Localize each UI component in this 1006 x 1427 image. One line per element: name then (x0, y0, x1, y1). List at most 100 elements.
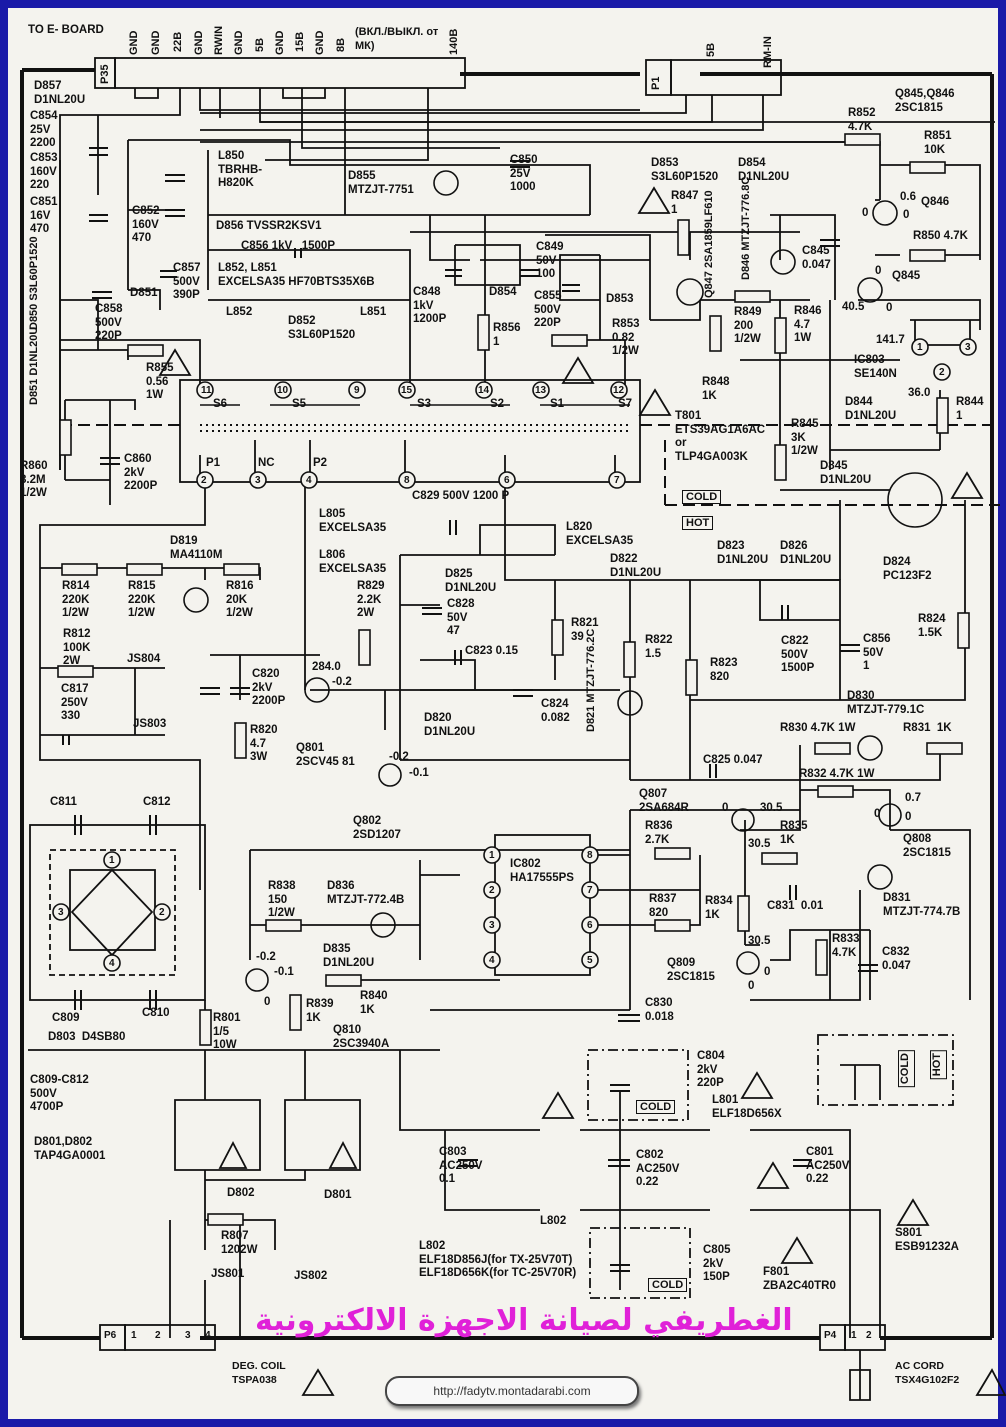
label-r823: R823 820 (710, 657, 738, 683)
q809-icon (736, 951, 760, 975)
label-c856a: C856 1kV 1500P (241, 240, 335, 252)
label-d830: D830 MTZJT-779.1C (847, 690, 925, 716)
label-c860: C860 2kV 2200P (124, 453, 158, 492)
p35-signal: 5B (254, 37, 266, 52)
p4-pin: 2 (866, 1330, 872, 1341)
label-d821: D821 MTZJT-776.2C (585, 628, 597, 732)
label-l850: L850 TBRHB- H820K (218, 150, 263, 189)
label-c845: C845 0.047 (802, 245, 831, 271)
label-d853b: D853 (606, 293, 634, 305)
label-d831: D831 MTZJT-774.7B (883, 892, 961, 918)
label-js803: JS803 (133, 718, 167, 730)
label-c852: C852 160V 470 (132, 205, 160, 244)
winding-s5: S5 (292, 398, 307, 410)
label-r839: R839 1K (306, 998, 334, 1024)
label-c851: C851 16V 470 (30, 196, 58, 235)
label-r851: R851 10K (924, 130, 952, 156)
label-c853: C853 160V 220 (30, 152, 58, 191)
label-c809c812: C809-C812 500V 4700P (30, 1074, 89, 1113)
p35-signal: GND (128, 30, 140, 55)
label-r824: R824 1.5K (918, 613, 946, 639)
q808-icon (878, 803, 902, 827)
pin-7: 7 (614, 475, 620, 486)
label-r846: R846 4.7 1W (794, 305, 822, 344)
label-q807: Q807 2SA684R (639, 788, 689, 814)
label-d845: D845 D1NL20U (820, 460, 872, 486)
label-r835: R835 1K (780, 820, 808, 846)
label-c829: C829 500V 1200 P (412, 490, 510, 502)
label-c856b: C856 50V 1 (863, 633, 891, 672)
voltage-q802-b: -0.2 (389, 751, 409, 763)
warning-triangle-icon (218, 1141, 248, 1169)
website-url-link[interactable]: http://fadytv.montadarabi.com (385, 1376, 639, 1406)
pin-12: 12 (613, 385, 625, 396)
pin-2: 2 (201, 475, 207, 486)
label-l852: L852 (226, 306, 253, 318)
label-d801: D801 (324, 1189, 352, 1201)
p4-pin: 1 (851, 1330, 857, 1341)
p6-note: DEG. COIL TSPA038 (232, 1360, 286, 1386)
label-r822: R822 1.5 (645, 634, 673, 660)
label-c850: C850 25V 1000 (510, 154, 538, 193)
cold-zone-tag-c804: COLD (636, 1100, 676, 1114)
bridge-dashed (49, 849, 176, 976)
bridge-pin-2: 2 (159, 907, 165, 918)
label-r855: R855 0.56 1W (146, 362, 174, 401)
label-d853: D853 S3L60P1520 (651, 157, 719, 183)
label-r833: R833 4.7K (832, 933, 860, 959)
p35-signal: 140B (448, 28, 460, 55)
label-r844: R844 1 (956, 396, 984, 422)
voltage-q802-c: -0.1 (409, 767, 429, 779)
label-r814: R814 220K 1/2W (62, 580, 90, 619)
label-r860: R860 8.2M 1/2W (20, 460, 48, 499)
ic803-pin-2: 2 (939, 367, 945, 378)
label-d854: D854 D1NL20U (738, 157, 790, 183)
q801-icon (304, 677, 330, 703)
label-d855: D855 MTZJT-7751 (348, 170, 414, 196)
label-r840: R840 1K (360, 990, 388, 1016)
ic802-pin-5: 5 (587, 955, 593, 966)
p6-pin: 2 (155, 1330, 161, 1341)
label-d819: D819 MA4110M (170, 535, 223, 561)
label-c855: C855 500V 220P (534, 290, 562, 329)
c804-zone (587, 1049, 689, 1121)
p1-label: P1 (650, 76, 662, 90)
label-r820: R820 4.7 3W (250, 724, 278, 763)
ic803-pin-3: 3 (965, 342, 971, 353)
transistor-circles (183, 170, 943, 992)
p1-signal: RM-IN (762, 36, 774, 68)
label-c802: C802 AC250V 0.22 (636, 1149, 680, 1188)
q810-icon (245, 968, 269, 992)
label-js802: JS802 (294, 1270, 328, 1282)
label-l851: L851 (360, 306, 387, 318)
transformer-pin-circles (52, 338, 977, 972)
voltage-q846-b: 0.6 (900, 191, 916, 203)
label-r830: R830 4.7K 1W (780, 722, 856, 734)
label-c809: C809 (52, 1012, 80, 1024)
warning-triangle-icon (740, 1071, 774, 1099)
label-r848: R848 1K (702, 376, 730, 402)
label-l802b: L802 (540, 1215, 567, 1227)
label-d803: D803 D4SB80 (48, 1031, 126, 1043)
label-l820: L820 EXCELSA35 (566, 521, 634, 547)
label-f801: F801 ZBA2C40TR0 (763, 1266, 836, 1292)
ic802-pin-3: 3 (489, 920, 495, 931)
label-c801: C801 AC250V 0.22 (806, 1146, 850, 1185)
voltage-q807-e: 30.5 (760, 802, 783, 814)
label-c811: C811 (50, 796, 77, 808)
ic802-pin-7: 7 (587, 885, 593, 896)
label-r816: R816 20K 1/2W (226, 580, 254, 619)
label-r853: R853 0.82 1/2W (612, 318, 640, 357)
label-q847: Q847 2SA1859LF610 (703, 190, 715, 298)
capacitor-plates (62, 147, 878, 1272)
label-c854: C854 25V 2200 (30, 110, 58, 149)
winding-s6: S6 (213, 398, 228, 410)
p35-signal-onoff: (ВКЛ./ВЫКЛ. от МК) (355, 26, 439, 52)
label-r832: R832 4.7K 1W (799, 768, 875, 780)
label-c803: C803 AC250V 0.1 (439, 1146, 483, 1185)
bridge-pin-1: 1 (109, 855, 115, 866)
ic802-pin-2: 2 (489, 885, 495, 896)
label-r847: R847 1 (671, 190, 699, 216)
voltage-q807-b: 0 (722, 802, 729, 814)
schematic-sheet (8, 8, 998, 1419)
